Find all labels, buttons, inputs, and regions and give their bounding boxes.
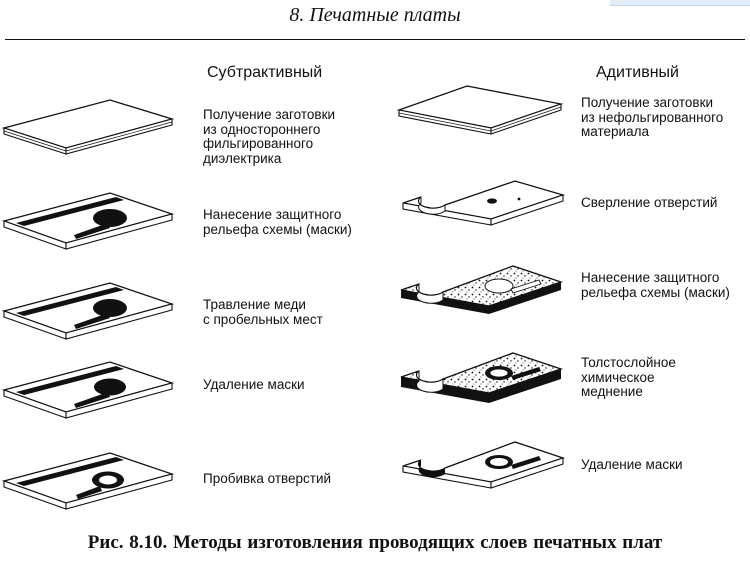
additive-column-title: Адитивный [596,64,679,81]
subtractive-board-blank [1,99,175,162]
additive-step-5-label: Удаление маски [581,457,683,472]
subtractive-step-1-label: Получение заготовки из одностороннего фи… [203,107,336,166]
additive-step-3-label: Нанесение защитного рельефа схемы (маски… [581,270,730,300]
figure-caption: Рис. 8.10. Методы изготовления проводящи… [87,532,663,553]
subtractive-board-etched [1,282,175,349]
subtractive-step-2-label: Нанесение защитного рельефа схемы (маски… [203,207,352,237]
page-title: 8. Печатные платы [289,4,461,26]
subtractive-board-mask-removed [1,361,175,428]
additive-board-mask [400,258,566,324]
additive-board-drilled [402,171,568,235]
additive-step-1-label: Получение заготовки из нефольгированного… [581,95,724,139]
additive-board-mask-removed [402,434,568,500]
subtractive-step-3-label: Травление меди с пробельных мест [203,297,323,327]
corner-mark [610,0,750,6]
additive-board-blank [396,85,564,146]
header-rule [5,39,745,40]
additive-board-copper-plated [400,343,566,413]
subtractive-column-title: Субтрактивный [207,64,323,81]
subtractive-board-punched [1,452,175,519]
subtractive-step-4-label: Удаление маски [203,377,305,392]
additive-step-2-label: Сверление отверстий [581,195,718,210]
subtractive-step-5-label: Пробивка отверстий [203,471,332,486]
additive-step-4-label: Толстослойное химическое меднение [581,355,676,399]
subtractive-board-mask [1,192,175,259]
